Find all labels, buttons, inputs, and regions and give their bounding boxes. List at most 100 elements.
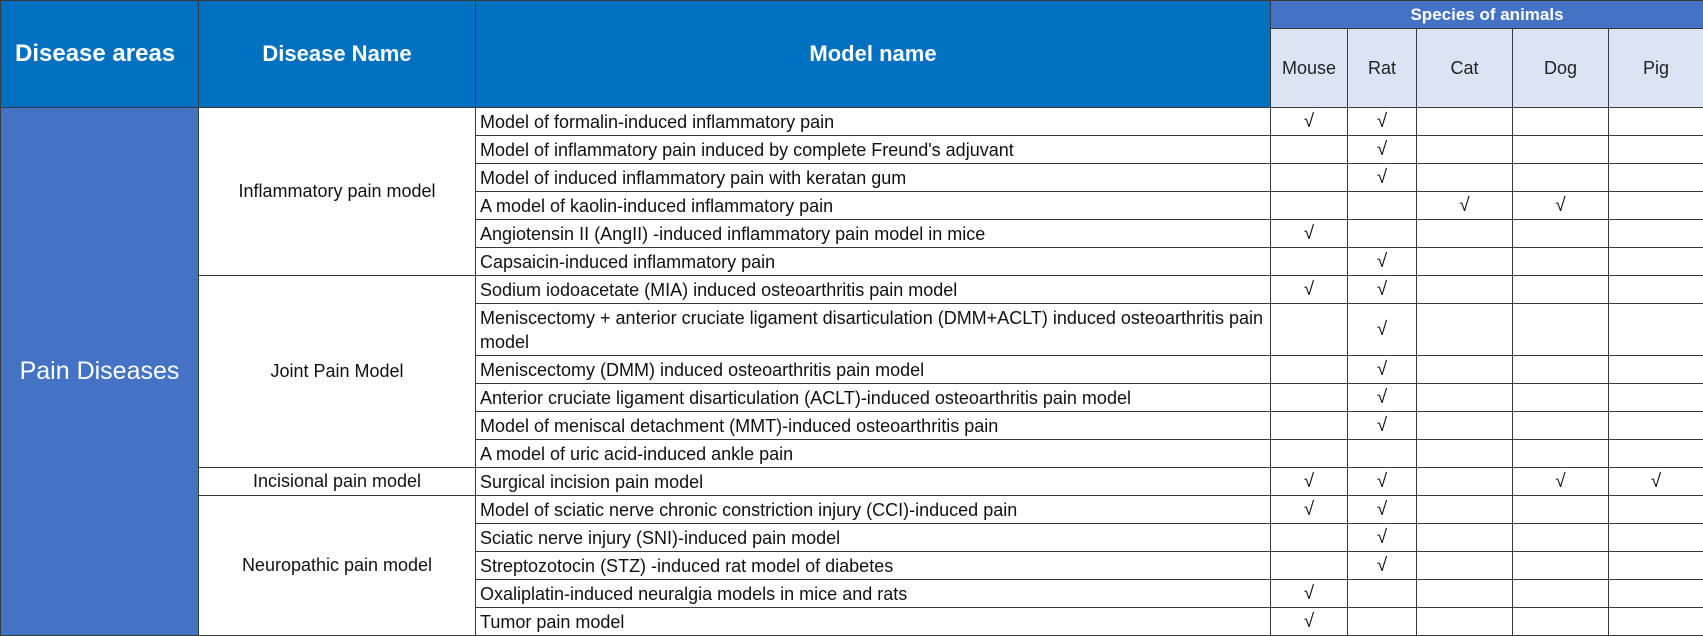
check-mark: √ (1651, 471, 1661, 492)
species-cell-dog (1513, 276, 1609, 304)
model-name-cell: Model of formalin-induced inflammatory p… (476, 108, 1271, 136)
model-name-cell: Meniscectomy (DMM) induced osteoarthriti… (476, 356, 1271, 384)
species-cell-cat (1417, 524, 1513, 552)
model-name-cell: Anterior cruciate ligament disarticulati… (476, 384, 1271, 412)
species-cell-pig (1609, 552, 1703, 580)
species-cell-cat (1417, 164, 1513, 192)
species-cell-dog (1513, 496, 1609, 524)
header-species-pig: Pig (1609, 29, 1703, 108)
check-mark: √ (1304, 279, 1314, 300)
species-cell-cat (1417, 580, 1513, 608)
species-cell-rat: √ (1348, 276, 1417, 304)
species-cell-pig (1609, 440, 1703, 468)
check-mark: √ (1377, 415, 1387, 436)
species-cell-rat: √ (1348, 356, 1417, 384)
check-mark: √ (1377, 555, 1387, 576)
check-mark: √ (1377, 251, 1387, 272)
check-mark: √ (1304, 611, 1314, 632)
species-cell-mouse: √ (1271, 276, 1348, 304)
species-cell-mouse: √ (1271, 108, 1348, 136)
species-cell-cat (1417, 248, 1513, 276)
species-cell-rat: √ (1348, 304, 1417, 356)
check-mark: √ (1304, 583, 1314, 604)
model-name-cell: Model of sciatic nerve chronic constrict… (476, 496, 1271, 524)
species-cell-pig (1609, 164, 1703, 192)
species-cell-rat (1348, 220, 1417, 248)
species-cell-mouse (1271, 192, 1348, 220)
species-cell-dog (1513, 440, 1609, 468)
species-cell-mouse (1271, 524, 1348, 552)
species-cell-cat (1417, 108, 1513, 136)
species-cell-mouse (1271, 248, 1348, 276)
check-mark: √ (1377, 279, 1387, 300)
species-cell-pig (1609, 276, 1703, 304)
species-cell-pig (1609, 136, 1703, 164)
species-cell-pig (1609, 304, 1703, 356)
model-name-cell: Surgical incision pain model (476, 468, 1271, 496)
species-cell-rat: √ (1348, 108, 1417, 136)
species-cell-dog (1513, 552, 1609, 580)
check-mark: √ (1377, 111, 1387, 132)
check-mark: √ (1555, 471, 1565, 492)
species-cell-rat: √ (1348, 164, 1417, 192)
model-name-cell: Model of induced inflammatory pain with … (476, 164, 1271, 192)
species-cell-pig (1609, 108, 1703, 136)
check-mark: √ (1377, 471, 1387, 492)
check-mark: √ (1304, 471, 1314, 492)
check-mark: √ (1377, 499, 1387, 520)
species-cell-rat: √ (1348, 248, 1417, 276)
species-cell-pig: √ (1609, 468, 1703, 496)
species-cell-cat (1417, 356, 1513, 384)
species-cell-cat (1417, 136, 1513, 164)
species-cell-cat (1417, 468, 1513, 496)
header-disease-areas: Disease areas (1, 1, 199, 108)
species-cell-cat (1417, 304, 1513, 356)
species-cell-cat (1417, 276, 1513, 304)
header-species-mouse: Mouse (1271, 29, 1348, 108)
species-cell-rat: √ (1348, 384, 1417, 412)
disease-name-cell: Neuropathic pain model (199, 496, 476, 636)
check-mark: √ (1304, 499, 1314, 520)
species-cell-mouse: √ (1271, 580, 1348, 608)
check-mark: √ (1377, 319, 1387, 340)
species-cell-mouse (1271, 552, 1348, 580)
model-name-cell: Model of meniscal detachment (MMT)-induc… (476, 412, 1271, 440)
check-mark: √ (1304, 223, 1314, 244)
species-cell-pig (1609, 384, 1703, 412)
species-cell-dog (1513, 304, 1609, 356)
check-mark: √ (1377, 139, 1387, 160)
species-cell-dog (1513, 356, 1609, 384)
species-cell-rat: √ (1348, 412, 1417, 440)
model-name-cell: Tumor pain model (476, 608, 1271, 636)
species-cell-rat (1348, 608, 1417, 636)
species-cell-cat (1417, 440, 1513, 468)
species-cell-dog (1513, 164, 1609, 192)
species-cell-pig (1609, 496, 1703, 524)
model-name-cell: Oxaliplatin-induced neuralgia models in … (476, 580, 1271, 608)
header-species-cat: Cat (1417, 29, 1513, 108)
disease-name-cell: Incisional pain model (199, 468, 476, 496)
species-cell-dog (1513, 136, 1609, 164)
check-mark: √ (1555, 195, 1565, 216)
species-cell-rat (1348, 192, 1417, 220)
species-cell-rat (1348, 440, 1417, 468)
species-cell-cat (1417, 412, 1513, 440)
species-cell-pig (1609, 608, 1703, 636)
check-mark: √ (1377, 527, 1387, 548)
species-cell-pig (1609, 248, 1703, 276)
species-cell-cat (1417, 496, 1513, 524)
model-name-cell: Model of inflammatory pain induced by co… (476, 136, 1271, 164)
species-cell-dog (1513, 220, 1609, 248)
model-name-cell: Angiotensin II (AngII) -induced inflamma… (476, 220, 1271, 248)
model-name-cell: Meniscectomy + anterior cruciate ligamen… (476, 304, 1271, 356)
species-cell-mouse (1271, 304, 1348, 356)
species-cell-rat: √ (1348, 552, 1417, 580)
species-cell-rat (1348, 580, 1417, 608)
model-name-cell: Sciatic nerve injury (SNI)-induced pain … (476, 524, 1271, 552)
species-cell-rat: √ (1348, 524, 1417, 552)
species-cell-cat: √ (1417, 192, 1513, 220)
species-cell-pig (1609, 192, 1703, 220)
